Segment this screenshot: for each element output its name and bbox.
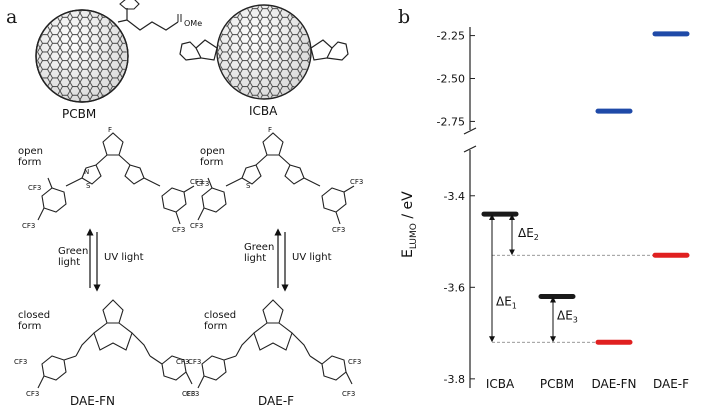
dae-fn-closed-structure bbox=[37, 299, 193, 389]
y-tick-label-upper-0: -2.25 bbox=[437, 30, 465, 43]
dae-fn-open-f-label: F bbox=[108, 126, 112, 134]
switch-arrows-left bbox=[86, 228, 101, 292]
label-delta-e2: ΔE2 bbox=[518, 226, 539, 242]
y-axis-title-sub: LUMO bbox=[408, 223, 419, 250]
dae-fn-green-light-label: Green light bbox=[58, 246, 89, 268]
dae-fn-open-cf3-c: CF3 bbox=[190, 178, 203, 186]
dae-fn-closed-cf3-c: CF3 bbox=[188, 358, 201, 366]
dae-f-closed-form-label: closed form bbox=[204, 310, 237, 332]
label-delta-e1: ΔE1 bbox=[496, 295, 517, 311]
pcbm-ome-label: OMe bbox=[184, 19, 202, 28]
dae-fn-open-n-label: N bbox=[84, 168, 89, 176]
dae-f-open-structure bbox=[197, 132, 355, 225]
y-tick-label-lower-2: -3.8 bbox=[444, 373, 465, 386]
dae-f-closed-cf3-d: CF3 bbox=[342, 390, 355, 398]
dae-fn-closed-form-label: closed form bbox=[18, 310, 51, 332]
dae-f-open-cf3-b: CF3 bbox=[190, 222, 203, 230]
dae-fn-closed-cf3-a: CF3 bbox=[14, 358, 27, 366]
switch-arrows-right bbox=[274, 228, 289, 292]
dae-fn-uv-light-label: UV light bbox=[104, 252, 144, 263]
y-axis-title-unit: / eV bbox=[400, 191, 416, 224]
y-tick-label-upper-1: -2.50 bbox=[437, 73, 465, 86]
y-tick-label-lower-0: -3.4 bbox=[444, 190, 465, 203]
dae-f-closed-cf3-a: CF3 bbox=[176, 358, 189, 366]
pcbm-label: PCBM bbox=[62, 107, 97, 121]
dae-fn-closed-cf3-d: CF3 bbox=[182, 390, 195, 398]
dae-fn-open-cf3-a: CF3 bbox=[28, 184, 41, 192]
dae-fn-open-s-label: S bbox=[86, 182, 91, 190]
dae-fn-label: DAE-FN bbox=[70, 394, 116, 408]
x-category-label-pcbm: PCBM bbox=[540, 377, 574, 391]
y-axis-title: ELUMO / eV bbox=[400, 191, 419, 258]
dae-f-closed-cf3-b: CF3 bbox=[186, 390, 199, 398]
dae-fn-open-cf3-b: CF3 bbox=[22, 222, 35, 230]
dae-f-open-cf3-a: CF3 bbox=[196, 180, 209, 188]
panel-a-structures: OMe bbox=[14, 0, 363, 398]
dae-f-closed-structure bbox=[197, 299, 353, 389]
x-category-label-icba: ICBA bbox=[486, 377, 515, 391]
x-category-label-dae-fn: DAE-FN bbox=[591, 377, 636, 391]
icba-label: ICBA bbox=[249, 104, 278, 118]
dae-f-open-s-label: S bbox=[246, 182, 251, 190]
y-tick-label-lower-1: -3.6 bbox=[444, 281, 465, 294]
pcbm-fullerene: OMe bbox=[35, 0, 202, 103]
dae-f-open-cf3-d: CF3 bbox=[332, 226, 345, 234]
y-axis-title-main: E bbox=[400, 249, 416, 258]
axis-break-mark-upper bbox=[463, 127, 477, 135]
label-delta-e3: ΔE3 bbox=[557, 308, 578, 324]
panel-b-letter: b bbox=[398, 6, 411, 28]
dae-f-open-form-label: open form bbox=[200, 146, 225, 168]
panel-a-letter: a bbox=[6, 6, 18, 28]
icba-fullerene bbox=[179, 4, 349, 100]
dae-fn-open-form-label: open form bbox=[18, 146, 43, 168]
dae-fn-open-structure bbox=[37, 132, 195, 225]
x-category-label-dae-f: DAE-F bbox=[653, 377, 689, 391]
dae-f-green-light-label: Green light bbox=[244, 242, 275, 264]
axis-break-mark-lower bbox=[463, 145, 477, 153]
dae-f-uv-light-label: UV light bbox=[292, 252, 332, 263]
y-tick-label-upper-2: -2.75 bbox=[437, 115, 465, 128]
dae-f-open-cf3-c: CF3 bbox=[350, 178, 363, 186]
dae-fn-closed-cf3-b: CF3 bbox=[26, 390, 39, 398]
dae-f-open-f-label: F bbox=[268, 126, 272, 134]
dae-f-label: DAE-F bbox=[258, 394, 295, 408]
dae-f-closed-cf3-c: CF3 bbox=[348, 358, 361, 366]
dae-fn-open-cf3-d: CF3 bbox=[172, 226, 185, 234]
